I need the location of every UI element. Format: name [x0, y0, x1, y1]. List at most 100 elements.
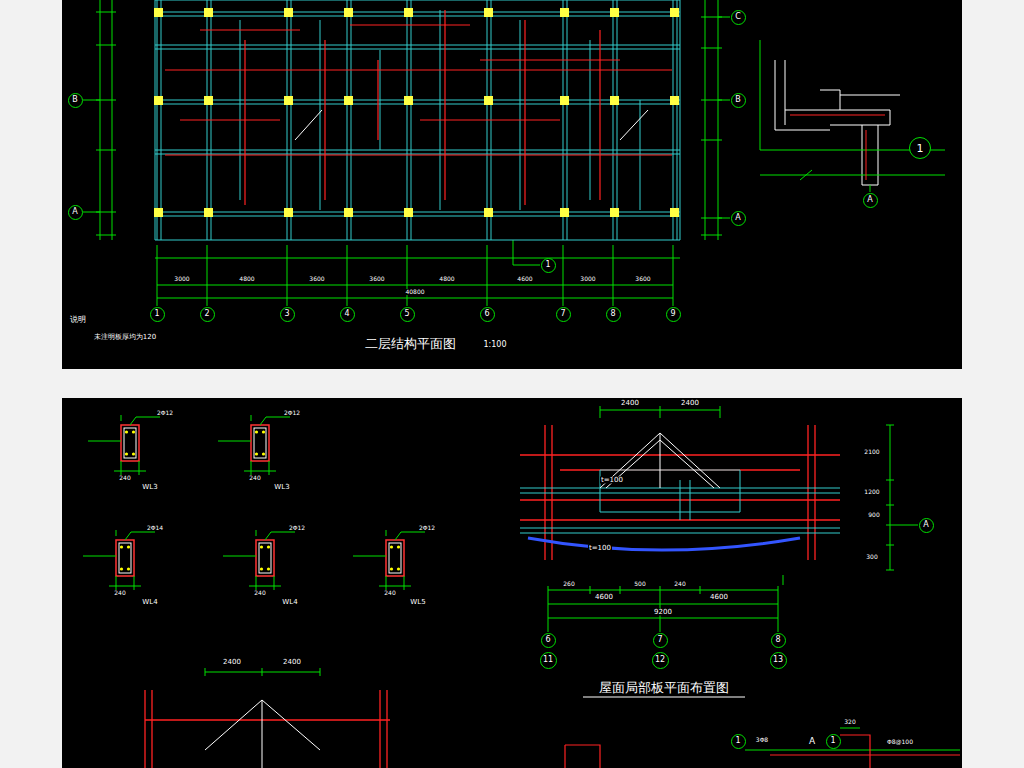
rebar-text: 2Φ14 [146, 525, 164, 531]
dimension-text: 320 [843, 719, 856, 725]
partial-plan [145, 690, 390, 768]
grid-label: 5 [404, 310, 409, 318]
dimension-lines [83, 0, 730, 306]
slab-slash [295, 110, 648, 140]
beam-name: WL3 [273, 484, 290, 491]
dimension-text: 4800 [438, 276, 455, 282]
rebar-text: 2Φ12 [418, 525, 436, 531]
grid-bubble: A [863, 193, 878, 208]
grid-label: 8 [775, 636, 780, 644]
grid-label: A [72, 208, 77, 216]
grid-label: A [867, 196, 872, 204]
dimension-text: 4600 [594, 594, 614, 601]
axis-text: A [808, 737, 816, 746]
dimension-text: 4600 [709, 594, 729, 601]
dimension-text: 240 [248, 475, 261, 481]
grid-label: B [72, 96, 78, 104]
grid-label: 1 [830, 737, 835, 745]
dimension-text: 2400 [680, 400, 700, 407]
grid-bubble: A [731, 211, 746, 226]
grid-label: 1 [917, 143, 924, 154]
beam-name: WL3 [141, 484, 158, 491]
grid-bubble: 11 [540, 652, 557, 669]
grid-bubble: 7 [653, 633, 668, 648]
roof-slab-edge [528, 538, 800, 550]
grid-bubble: 2 [200, 307, 215, 322]
grid-bubble: 1 [909, 137, 931, 159]
dimension-text: 260 [562, 581, 575, 587]
dimension-text: 500 [633, 581, 646, 587]
grid-label: 2 [204, 310, 209, 318]
rebar-text: 2Φ12 [156, 410, 174, 416]
grid-label: 11 [543, 656, 553, 664]
grid-label: C [735, 13, 741, 21]
grid-bubble: 1 [731, 734, 746, 749]
beam-name: WL4 [141, 599, 158, 606]
drawing-title: 二层结构平面图 [364, 337, 457, 350]
grid-bubble: 1 [541, 258, 556, 273]
columns [154, 8, 679, 217]
partial-dims [205, 668, 960, 750]
grid-bubble: 9 [666, 307, 681, 322]
grid-label: 7 [657, 636, 662, 644]
grid-label: 8 [610, 310, 615, 318]
title-underline [583, 697, 745, 698]
grid-bubble: 8 [606, 307, 621, 322]
grid-label: 1 [154, 310, 159, 318]
roof-walls [520, 425, 840, 560]
dimension-text: 3000 [579, 276, 596, 282]
grid-label: 6 [545, 636, 550, 644]
grid-bubble: 7 [556, 307, 571, 322]
dimension-text: 9200 [653, 609, 673, 616]
rebar-text: 2Φ12 [283, 410, 301, 416]
grid-label: 12 [655, 656, 665, 664]
grid-bubble: 6 [480, 307, 495, 322]
dimension-text: 2100 [863, 449, 880, 455]
grid-bubble: A [919, 518, 934, 533]
dimension-text: 240 [113, 590, 126, 596]
dimension-text: 1200 [863, 489, 880, 495]
grid-bubble: 8 [771, 633, 786, 648]
grid-label: 6 [484, 310, 489, 318]
grid-bubble: 5 [400, 307, 415, 322]
bottom-panel [62, 398, 962, 768]
dimension-text: 240 [253, 590, 266, 596]
rebar-text: Φ8@100 [886, 739, 914, 745]
grid-bubble: 1 [826, 734, 841, 749]
rebar-text: 2Φ12 [288, 525, 306, 531]
dimension-text: 240 [383, 590, 396, 596]
grid-label: B [735, 96, 741, 104]
grid-bubble: 3 [280, 307, 295, 322]
dimension-text: 2400 [282, 659, 302, 666]
dimension-text: 4600 [516, 276, 533, 282]
grid-label: 1 [735, 737, 740, 745]
grid-bubble: C [731, 10, 746, 25]
grid-bubble: 4 [340, 307, 355, 322]
grid-label: 13 [773, 656, 783, 664]
grid-bubble: B [731, 93, 746, 108]
roof-beams [520, 470, 840, 533]
dimension-text: 240 [673, 581, 686, 587]
grid-bubble: A [68, 205, 83, 220]
dimension-text: 40800 [404, 289, 425, 295]
grid-label: 7 [560, 310, 565, 318]
roof-dims [548, 406, 918, 632]
grid-bubble: 1 [150, 307, 165, 322]
beam-name: WL5 [409, 599, 426, 606]
dimension-text: 3000 [173, 276, 190, 282]
grid-label: 3 [284, 310, 289, 318]
partial-gable [205, 700, 320, 768]
detail-dims [760, 40, 945, 192]
grid-bubble: 6 [541, 633, 556, 648]
top-panel [62, 0, 962, 369]
grid-label: 9 [670, 310, 675, 318]
dimension-text: 2400 [222, 659, 242, 666]
beam-lines [155, 0, 680, 240]
grid-label: 1 [545, 261, 550, 269]
note-text: 未注明板厚均为120 [93, 334, 157, 341]
dimension-text: 3600 [368, 276, 385, 282]
grid-label: A [923, 521, 928, 529]
dimension-text: 3600 [308, 276, 325, 282]
